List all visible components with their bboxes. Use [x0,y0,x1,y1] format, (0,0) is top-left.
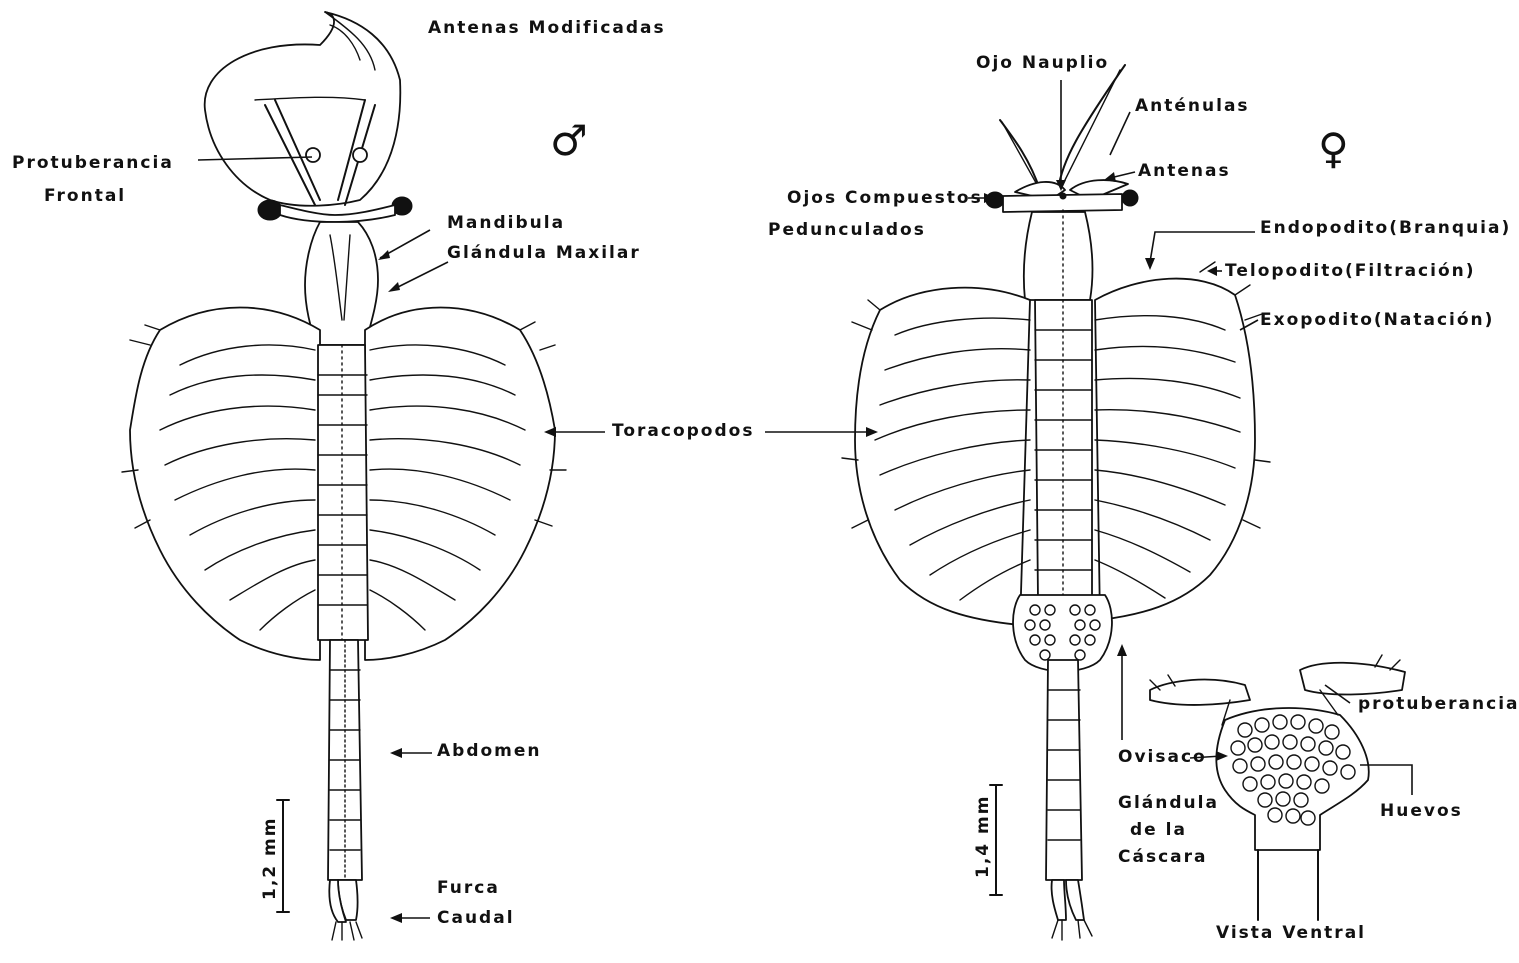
label-antenas: Antenas [1138,163,1231,180]
female-nauplius-eye [1060,193,1066,199]
female-eye-right [1122,190,1138,206]
label-ovisaco: Ovisaco [1118,749,1207,766]
male-modified-antennae [205,12,401,206]
label-ojo-nauplio: Ojo Nauplio [976,55,1109,72]
label-telopodito: Telopodito(Filtración) [1225,263,1476,280]
label-protuberancia: Protuberancia [12,155,174,172]
label-protuberancia-ventral: protuberancia [1358,696,1519,713]
male-head [305,222,378,345]
label-mandibula: Mandibula [447,215,565,232]
label-furca: Furca [437,880,500,897]
female-antennules [1000,65,1125,190]
label-abdomen: Abdomen [437,743,542,760]
label-vista-ventral: Vista Ventral [1216,925,1366,942]
label-ojos-compuestos: Ojos Compuestos [787,190,983,207]
female-head [1024,212,1093,300]
label-exopodito: Exopodito(Natación) [1260,312,1494,329]
male-scale-label: 1,2 mm [262,817,279,900]
label-glandula: Glándula [1118,795,1219,812]
label-antenulas: Anténulas [1135,98,1250,115]
label-huevos: Huevos [1380,803,1463,820]
label-antenas-modificadas: Antenas Modificadas [428,20,666,37]
label-toracopodos: Toracopodos [612,423,754,440]
female-symbol: ♀ [1318,128,1349,170]
male-eye-left [258,200,282,220]
label-glandula-maxilar: Glándula Maxilar [447,245,641,262]
male-specimen [122,12,566,940]
label-cascara: Cáscara [1118,849,1207,866]
label-caudal: Caudal [437,910,515,927]
female-abdomen [1046,660,1082,880]
male-thorax [318,345,368,640]
label-endopodito: Endopodito(Branquia) [1260,220,1511,237]
male-symbol: ♂ [550,120,588,162]
label-pedunculados: Pedunculados [768,222,926,239]
label-frontal: Frontal [44,188,126,205]
female-scale-label: 1,4 mm [975,795,992,878]
label-de-la: de la [1130,822,1187,839]
